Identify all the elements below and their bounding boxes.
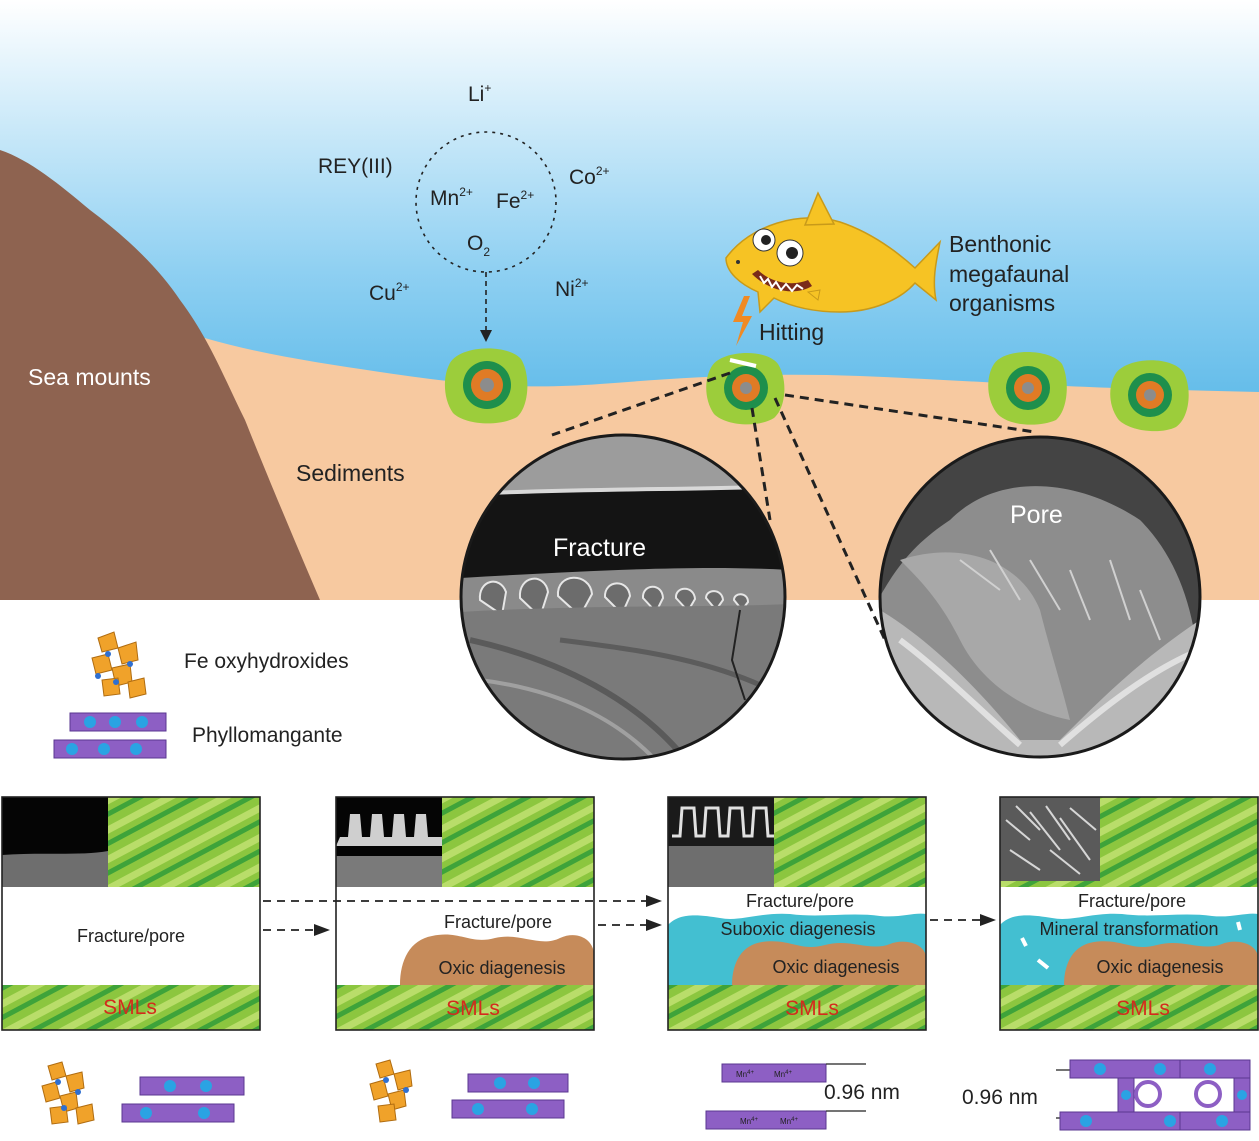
stage-4-oxic: Oxic diagenesis [1096, 957, 1223, 977]
stage-3-oxic-layer [732, 941, 926, 985]
structure-stage-4: 0.96 nm [962, 1059, 1251, 1131]
stage-3-oxic: Oxic diagenesis [772, 957, 899, 977]
oxygen-molecule: O2 [467, 232, 490, 259]
stage-2-panel: Fracture/pore Oxic diagenesis SMLs [335, 796, 595, 1031]
ocean-scene: Sea mounts Sediments Li+ REY(III) Co2+ M… [0, 0, 1259, 761]
fe-oxyhydroxide-icon [91, 631, 147, 699]
stage-2-sml: SMLs [446, 997, 500, 1020]
ion-flux-arrowhead [480, 330, 492, 342]
arrowhead [646, 919, 662, 931]
lightning-icon [733, 296, 752, 346]
stage-1-sml: SMLs [103, 996, 157, 1019]
ni-ion: Ni2+ [555, 276, 589, 301]
stage-3-sml: SMLs [785, 997, 839, 1020]
structure-stage-3: Mn4+ Mn4+ Mn4+ Mn4+ 0.96 nm [705, 1063, 900, 1130]
nodule [444, 348, 528, 424]
pore-sem-image: Pore [878, 435, 1202, 759]
ion-cloud: Li+ REY(III) Co2+ Mn2+ Fe2+ O2 Cu2+ Ni2+ [318, 81, 610, 342]
pore-label: Pore [1010, 501, 1063, 529]
spacing-label-a: 0.96 nm [824, 1081, 900, 1104]
stage-4-oxic-layer [1064, 941, 1258, 985]
seamount-label: Sea mounts [28, 364, 151, 390]
nodule-hit [706, 352, 785, 425]
fracture-label: Fracture [553, 534, 646, 562]
spacing-label-b: 0.96 nm [962, 1086, 1038, 1109]
zoom-lines [551, 371, 1036, 641]
dissolved-ion-circle [415, 131, 557, 273]
mn-site-label: Mn4+ [774, 1070, 792, 1079]
mn-site-label: Mn4+ [740, 1117, 758, 1126]
stage-4-mineral: Mineral transformation [1039, 919, 1218, 939]
arrowhead [646, 895, 662, 907]
mn-ion: Mn2+ [430, 185, 473, 210]
stage-arrows [263, 900, 982, 931]
legend-mn-label: Phyllomangante [192, 724, 343, 747]
stage-1-panel: Fracture/pore SMLs [1, 796, 261, 1031]
stage-3-label: Fracture/pore [746, 891, 854, 911]
stage-3-suboxic: Suboxic diagenesis [720, 919, 875, 939]
rey-ion: REY(III) [318, 155, 393, 178]
organisms-label: Benthonic megafaunal organisms [949, 231, 1076, 316]
co-ion: Co2+ [569, 164, 610, 189]
stage-4-panel: Fracture/pore Mineral transformation Oxi… [999, 796, 1259, 1031]
arrowhead [980, 914, 996, 926]
mn-site-label: Mn4+ [736, 1070, 754, 1079]
structure-stage-1 [41, 1061, 245, 1125]
li-ion: Li+ [468, 81, 491, 106]
stage-1-label: Fracture/pore [77, 926, 185, 946]
fe-ion: Fe2+ [496, 188, 534, 213]
nodule [1110, 360, 1189, 432]
arrowhead [314, 924, 330, 936]
sediments-label: Sediments [296, 460, 405, 486]
structure-stage-2 [369, 1059, 569, 1123]
stage-2-oxic-layer [400, 934, 594, 985]
phyllomanganate-icon [53, 712, 167, 759]
shark-icon [725, 191, 942, 314]
stage-2-label: Fracture/pore [444, 912, 552, 932]
nodule [988, 352, 1067, 425]
legend: Fe oxyhydroxides Phyllomangante [53, 631, 349, 759]
stage-4-sml: SMLs [1116, 997, 1170, 1020]
stage-2-oxic: Oxic diagenesis [438, 958, 565, 978]
stage-3-panel: Fracture/pore Suboxic diagenesis Oxic di… [667, 796, 927, 1031]
hitting-label: Hitting [759, 319, 824, 345]
stage-4-label: Fracture/pore [1078, 891, 1186, 911]
fracture-sem-image: Fracture [459, 433, 787, 761]
mn-site-label: Mn4+ [780, 1117, 798, 1126]
legend-fe-label: Fe oxyhydroxides [184, 650, 349, 673]
seamount [0, 150, 320, 600]
cu-ion: Cu2+ [369, 280, 410, 305]
